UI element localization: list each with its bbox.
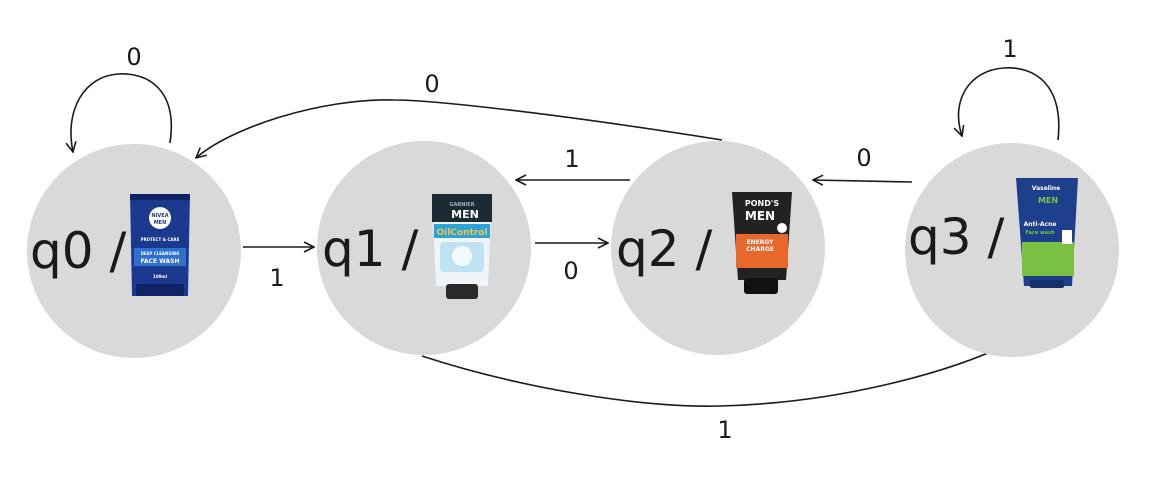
label-q1-q2: 0 <box>563 257 578 285</box>
edge-q1-q3 <box>421 344 1008 407</box>
garnier-sub: MEN <box>451 208 479 221</box>
edge-q0-q0 <box>71 73 173 152</box>
ponds-text2: CHARGE <box>746 246 774 253</box>
vaseline-text2: Face wash <box>1025 230 1055 236</box>
state-q1-label: q1 / <box>322 220 418 278</box>
edge-q2-q0 <box>196 99 723 158</box>
ponds-text1: ENERGY <box>747 239 775 246</box>
vaseline-brand: Vaseline <box>1032 185 1060 192</box>
nivea-men-face-wash-tube-icon: NIVEA MEN PROTECT & CARE DEEP CLEANSING … <box>130 194 190 296</box>
state-q0: q0 / NIVEA MEN PROTECT & CARE DEEP CLEAN… <box>27 144 241 358</box>
label-q0-q0: 0 <box>126 43 141 71</box>
garnier-text1: OilControl <box>436 228 487 238</box>
state-q0-label: q0 / <box>30 222 126 280</box>
transition-labels: 0 1 0 1 0 0 1 1 <box>126 35 1017 444</box>
vaseline-sub: MEN <box>1038 196 1058 205</box>
state-q3: q3 / Vaseline MEN Anti-Acne Face wash <box>905 143 1119 357</box>
label-q2-q0: 0 <box>424 70 439 98</box>
edge-q3-q2 <box>813 180 913 182</box>
vaseline-text1: Anti-Acne <box>1024 221 1057 228</box>
state-q1: q1 / GARNIER MEN OilControl <box>317 141 531 355</box>
nivea-sub: MEN <box>154 220 167 226</box>
garnier-brand: GARNIER <box>449 202 474 208</box>
transitions <box>71 67 1060 407</box>
vaseline-men-anti-acne-tube-icon: Vaseline MEN Anti-Acne Face wash <box>1016 178 1078 288</box>
ponds-men-energy-charge-tube-icon: POND'S MEN ENERGY CHARGE <box>732 192 792 294</box>
nivea-text3: FACE WASH <box>141 258 180 265</box>
state-q2-label: q2 / <box>616 220 712 278</box>
label-q1-q3: 1 <box>717 416 732 444</box>
ponds-brand: POND'S <box>745 199 779 208</box>
nivea-brand: NIVEA <box>151 213 168 219</box>
ponds-sub: MEN <box>745 209 775 223</box>
nivea-text2: DEEP CLEANSING <box>141 251 180 256</box>
nivea-text4: 100ml <box>153 274 168 279</box>
label-q3-q3: 1 <box>1002 35 1017 63</box>
state-q3-label: q3 / <box>908 208 1004 266</box>
label-q3-q2: 0 <box>856 144 871 172</box>
edge-q3-q3 <box>958 67 1060 141</box>
state-q2: q2 / POND'S MEN ENERGY CHARGE <box>611 141 825 355</box>
garnier-men-oil-control-tube-icon: GARNIER MEN OilControl <box>432 194 492 299</box>
nivea-text1: PROTECT & CARE <box>141 237 180 242</box>
label-q0-q1: 1 <box>269 264 284 292</box>
label-q2-q1: 1 <box>564 145 579 173</box>
